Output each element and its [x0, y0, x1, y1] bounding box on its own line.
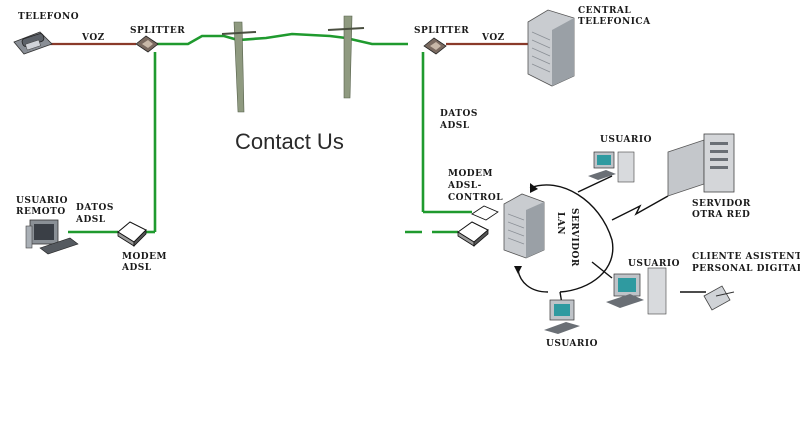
label-usuario-remoto-2: REMOTO — [16, 207, 66, 217]
label-telefono: TELEFONO — [18, 12, 79, 22]
usuario-bottom-computer-icon — [544, 299, 580, 334]
label-servidor-lan-1: SERVIDOR — [569, 208, 579, 267]
modem-adsl-control-icon — [457, 205, 499, 247]
lan-ring-arrow-top — [530, 183, 538, 193]
label-usuario-top: USUARIO — [600, 135, 652, 145]
label-datos-adsl-left-2: ADSL — [75, 215, 106, 225]
label-cliente-1: CLIENTE ASISTENTE — [692, 252, 800, 262]
lan-link-usuario-top — [577, 175, 613, 193]
usuario-mid-computer-icon — [606, 267, 667, 315]
servidor-lan-icon — [503, 193, 545, 259]
label-usuario-mid: USUARIO — [628, 259, 680, 269]
label-modem-control-3: CONTROL — [448, 193, 503, 203]
label-servidor-lan-2: LAN — [555, 212, 565, 235]
label-voz-left: VOZ — [81, 33, 105, 43]
label-servidor-otra-2: OTRA RED — [692, 210, 750, 220]
modem-adsl-icon — [117, 221, 147, 247]
pda-icon — [703, 285, 735, 311]
lan-ring-arrow-bottom — [514, 266, 522, 274]
usuario-remoto-computer-icon — [25, 219, 79, 255]
label-datos-adsl-right-1: DATOS — [440, 109, 478, 119]
label-modem-adsl-2: ADSL — [121, 263, 152, 273]
usuario-top-computer-icon — [588, 151, 635, 183]
servidor-otra-red-icon — [667, 133, 735, 197]
label-central-1: CENTRAL — [578, 6, 631, 16]
label-central-2: TELEFONICA — [578, 17, 651, 27]
page-title: Contact Us — [235, 129, 344, 154]
label-datos-adsl-left-1: DATOS — [76, 203, 114, 213]
lan-ring — [529, 184, 614, 293]
label-modem-adsl-1: MODEM — [122, 252, 167, 262]
splitter-left-icon — [135, 35, 159, 53]
lan-link-usuario-mid — [591, 261, 613, 279]
label-usuario-remoto-1: USUARIO — [16, 196, 68, 206]
lan-ring-lower — [517, 269, 549, 293]
label-servidor-otra-1: SERVIDOR — [692, 199, 751, 209]
central-telefonica-icon — [527, 9, 575, 87]
splitter-right-icon — [423, 37, 447, 55]
telephone-icon — [13, 31, 53, 55]
label-modem-control-1: MODEM — [448, 169, 493, 179]
lan-link-servidor-otra — [611, 195, 669, 221]
label-usuario-bottom: USUARIO — [546, 339, 598, 349]
label-voz-right: VOZ — [481, 33, 505, 43]
data-line-top — [150, 32, 408, 46]
label-splitter-right: SPLITTER — [414, 26, 469, 36]
label-cliente-2: PERSONAL DIGITAL — [692, 264, 800, 274]
utility-pole-right-icon — [327, 15, 365, 99]
label-datos-adsl-right-2: ADSL — [439, 121, 470, 131]
label-splitter-left: SPLITTER — [130, 26, 185, 36]
label-modem-control-2: ADSL- — [447, 181, 482, 191]
utility-pole-left-icon — [221, 21, 257, 113]
